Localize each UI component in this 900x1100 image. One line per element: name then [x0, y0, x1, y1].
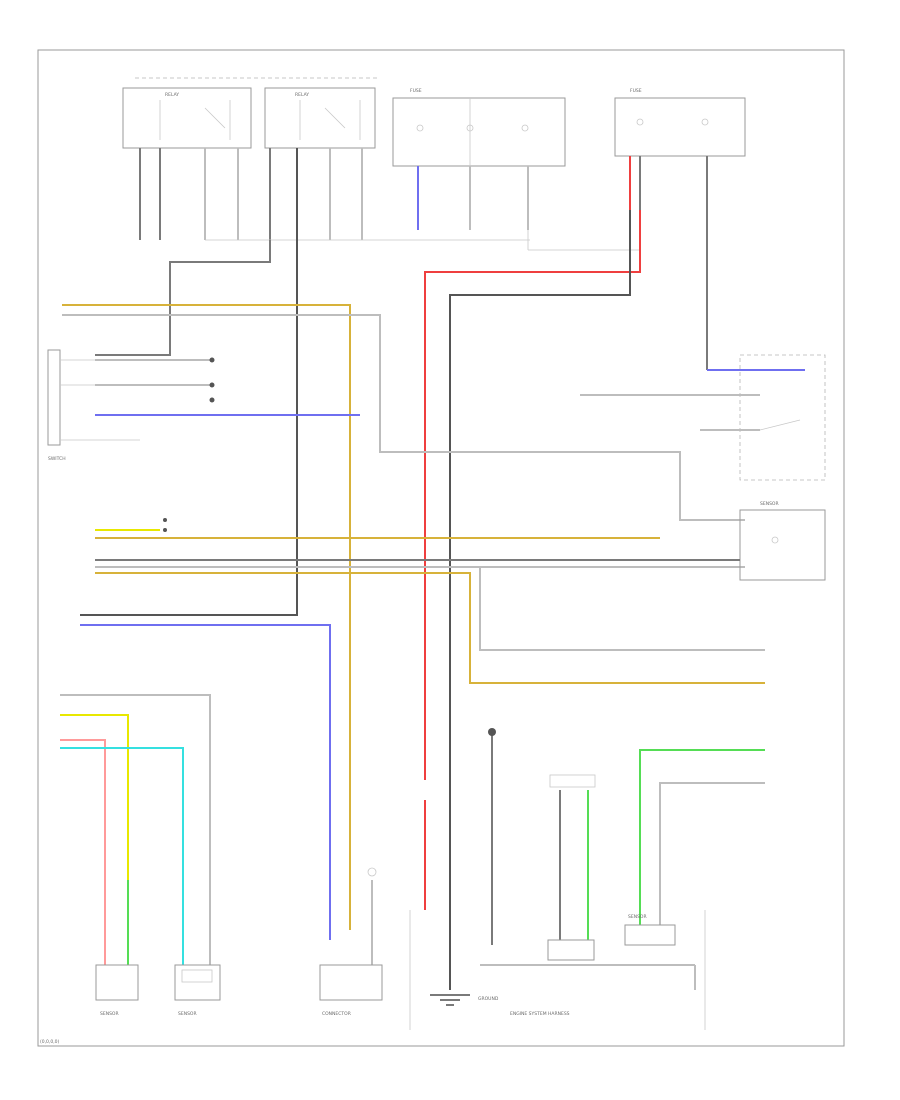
- sensor-bl2: SENSOR: [174, 964, 221, 1017]
- wire-tan-top: [62, 304, 351, 930]
- relay-center: RELAY: [264, 87, 376, 149]
- connector-bc: CONNECTOR: [319, 964, 383, 1017]
- relay-left: RELAY: [122, 77, 380, 149]
- wire-gray-main: [449, 210, 631, 990]
- wire-red-main: [424, 210, 641, 780]
- diagram-border: [37, 49, 845, 1047]
- sensor-right: SENSOR: [580, 354, 826, 581]
- fuse-group-label: FUSE: [410, 88, 422, 94]
- fuse-group: FUSE: [392, 88, 566, 167]
- connector-bc-label: CONNECTOR: [322, 1011, 351, 1017]
- fuse-right-label: FUSE: [630, 88, 642, 94]
- sensor-bl2-label: SENSOR: [178, 1011, 197, 1017]
- ground-label: GROUND: [478, 996, 499, 1002]
- bottom-harness-label: ENGINE SYSTEM HARNESS: [510, 1011, 570, 1017]
- switch-left-label: SWITCH: [48, 456, 66, 462]
- wire-darkgray-center: [80, 148, 298, 616]
- sensor-right-label: SENSOR: [760, 501, 779, 507]
- sensor-bl1-label: SENSOR: [100, 1011, 119, 1017]
- switch-left: SWITCH: [47, 349, 215, 462]
- footer-label: (0,0,0,0): [40, 1039, 59, 1045]
- sensor-br-label: SENSOR: [628, 914, 647, 920]
- top-stub-wires: [139, 148, 708, 370]
- sensor-br: SENSOR: [547, 914, 676, 961]
- ground: GROUND: [430, 994, 499, 1006]
- fuse-right: FUSE: [614, 88, 746, 157]
- relay-left-label: RELAY: [165, 92, 179, 98]
- sensor-bl1: SENSOR: [95, 964, 139, 1017]
- relay-center-label: RELAY: [295, 92, 309, 98]
